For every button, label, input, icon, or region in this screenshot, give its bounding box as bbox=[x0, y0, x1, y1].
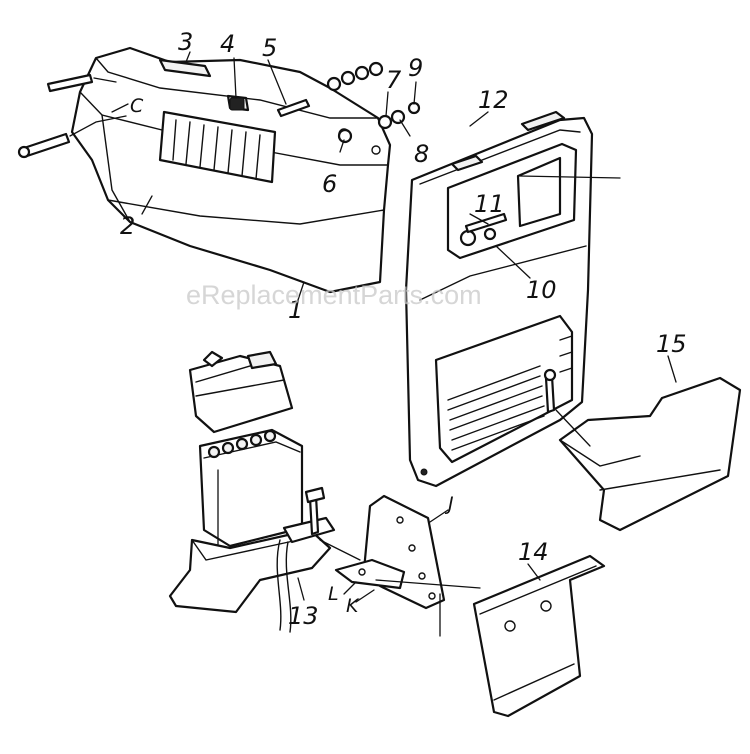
panel-grille bbox=[447, 335, 573, 451]
callout-c: C bbox=[130, 95, 144, 117]
battery-hold-down bbox=[188, 350, 294, 434]
callout-3: 3 bbox=[178, 28, 193, 56]
battery-tray bbox=[168, 486, 336, 633]
callout-labels: 1 2 3 4 5 6 7 8 9 10 11 12 13 14 15 C J … bbox=[120, 28, 687, 630]
watermark-text: eReplacementParts.com bbox=[186, 280, 482, 310]
callout-1: 1 bbox=[288, 296, 303, 324]
callout-5: 5 bbox=[262, 34, 277, 62]
callout-l: L bbox=[328, 583, 339, 605]
callout-8: 8 bbox=[414, 140, 429, 168]
dash-panel bbox=[404, 110, 621, 488]
callout-11: 11 bbox=[474, 190, 505, 218]
side-shield bbox=[555, 376, 742, 532]
mounting-bracket bbox=[319, 494, 481, 637]
callout-12: 12 bbox=[478, 86, 509, 114]
callout-2: 2 bbox=[120, 212, 135, 240]
hardware bbox=[17, 61, 421, 159]
battery bbox=[198, 428, 304, 556]
vent-louvres bbox=[172, 119, 261, 180]
callout-7: 7 bbox=[386, 66, 402, 94]
callout-10: 10 bbox=[526, 276, 557, 304]
hood-cowl bbox=[70, 46, 392, 294]
callout-15: 15 bbox=[656, 330, 687, 358]
lower-shield bbox=[472, 554, 606, 718]
callout-13: 13 bbox=[288, 602, 319, 630]
callout-j: J bbox=[444, 493, 454, 515]
callout-9: 9 bbox=[408, 54, 423, 82]
callout-6: 6 bbox=[322, 170, 337, 198]
callout-4: 4 bbox=[220, 30, 235, 58]
leader-lines bbox=[111, 51, 677, 603]
callout-k: K bbox=[346, 595, 360, 617]
battery-cells bbox=[207, 429, 277, 459]
callout-14: 14 bbox=[518, 538, 549, 566]
